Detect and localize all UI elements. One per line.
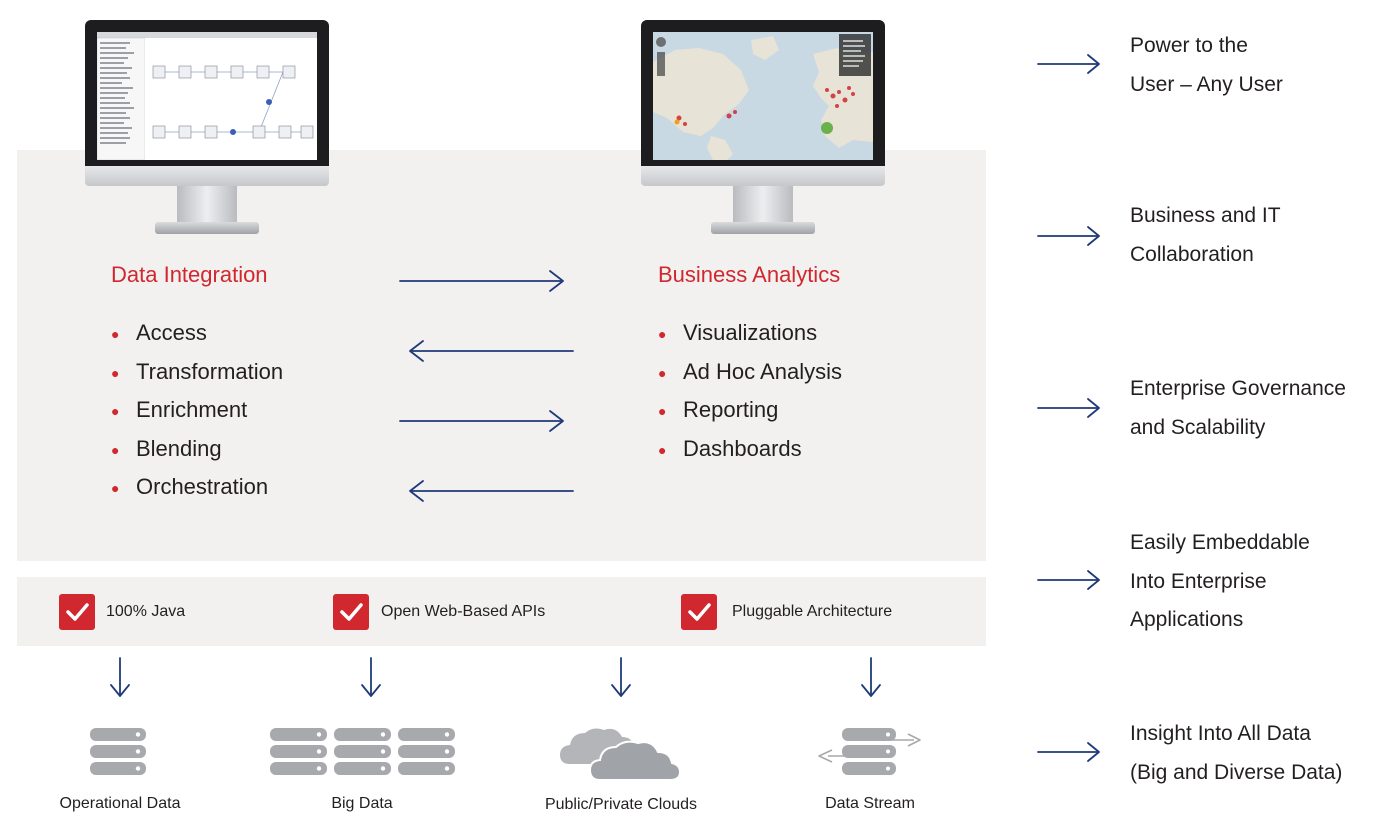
server-stack-icon [90,728,146,775]
arrow-down-icon [110,657,130,697]
arrow-right-icon [1037,54,1100,74]
arrow-right-icon [399,410,564,432]
data-integration-monitor [85,20,329,236]
arrow-down-icon [361,657,381,697]
data-integration-screen [97,32,317,160]
arrow-right-icon [399,270,564,292]
business-analytics-map-screen [653,32,873,160]
source-label: Big Data [331,795,393,812]
cloud-icon [560,728,682,781]
list-item: ●Dashboards [658,435,802,461]
checkmark-icon [59,594,95,630]
features-strip [17,577,986,646]
benefit-text: Enterprise Governance and Scalability [1130,377,1346,439]
benefit-text: Power to the User – Any User [1130,34,1283,96]
list-item: ●Enrichment [111,397,248,422]
down-arrows [110,657,881,697]
list-item: ●Orchestration [111,474,269,499]
arrow-left-icon [409,480,574,502]
business-analytics-monitor [641,20,885,236]
arrow-right-icon [1037,742,1100,762]
checkmark-icon [333,594,369,630]
arrow-left-icon [409,340,574,362]
list-item: ●Visualizations [658,320,818,345]
feature-label: 100% Java [106,603,186,620]
list-item: ●Ad Hoc Analysis [658,358,842,384]
feature-label: Open Web-Based APIs [381,603,546,620]
list-item: ●Transformation [111,358,284,384]
arrow-right-icon [1037,570,1100,590]
feature-label: Pluggable Architecture [732,603,893,620]
benefit-text: Easily Embeddable Into Enterprise Applic… [1130,531,1310,631]
business-analytics-heading: Business Analytics [658,262,841,287]
data-integration-list: ●Access ●Transformation ●Enrichment ●Ble… [111,321,351,514]
source-label: Public/Private Clouds [544,796,698,813]
list-item: ●Blending [111,435,222,461]
list-item: ●Reporting [658,397,779,422]
benefit-arrows [1037,54,1100,762]
arrow-down-icon [611,657,631,697]
business-analytics-list: ●Visualizations ●Ad Hoc Analysis ●Report… [658,321,918,475]
server-cluster-icon [270,728,455,775]
exchange-arrows [399,270,574,502]
data-integration-heading: Data Integration [111,262,268,287]
arrow-down-icon [861,657,881,697]
checkmark-icon [681,594,717,630]
source-label: Data Stream [825,795,915,812]
data-stream-icon [818,728,921,775]
benefit-text: Insight Into All Data (Big and Diverse D… [1130,722,1343,784]
list-item: ●Access [111,320,207,345]
source-label: Operational Data [59,795,181,812]
arrow-right-icon [1037,226,1100,246]
arrow-right-icon [1037,398,1100,418]
benefit-text: Business and IT Collaboration [1130,204,1281,266]
